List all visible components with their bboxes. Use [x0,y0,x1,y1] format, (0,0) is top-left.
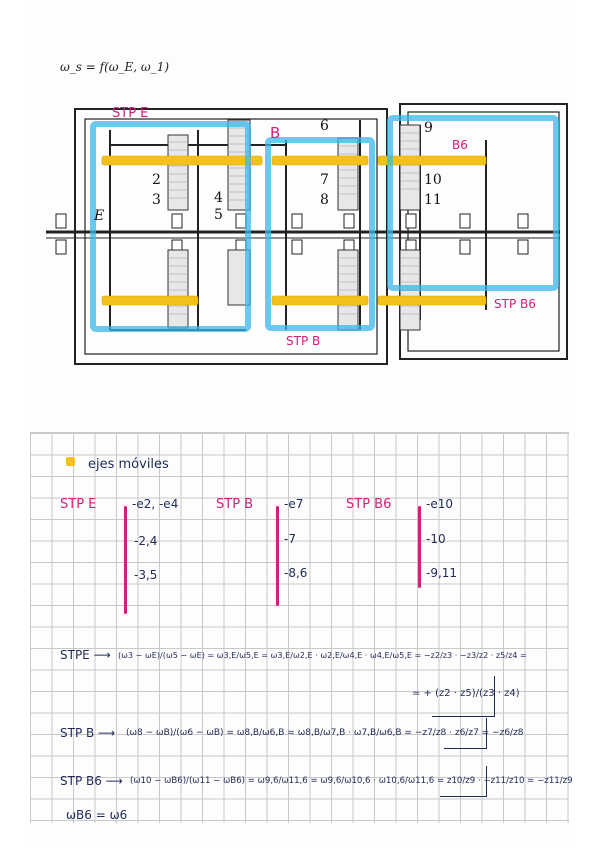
stp-e-item-2: -2,4 [134,534,158,548]
stp-b-label: STP B [216,497,254,512]
bearings [55,213,529,255]
label-gear-2: 2 [152,172,161,188]
eq-b-result-box [444,718,487,749]
gear-3 [167,249,189,329]
stp-b6-item-3: -9,11 [426,566,458,580]
label-gear-5: 5 [214,207,223,223]
stp-boxes [90,115,559,332]
eq-b6-line: (ω10 − ωB6)/(ω11 − ωB6) = ω9,6/ω11,6 = ω… [130,776,573,786]
stp-b6-label: STP B6 [346,497,392,512]
label-gear-6: 6 [320,118,329,134]
label-gear-9: 9 [424,120,433,136]
gear-9 [399,124,421,211]
stp-e-brace [124,506,127,614]
stp-b-brace [276,506,279,606]
gear-train-diagram [46,103,568,365]
label-gear-10: 10 [424,172,442,188]
footer-equation: ωB6 = ω6 [66,808,128,822]
pencil-icon [66,457,75,466]
eq-e-lead: STPE ⟶ [60,648,111,662]
notes-title: ejes móviles [88,457,169,472]
stp-e-item-1: -e2, -e4 [132,497,179,511]
grid-notes-area [30,432,569,823]
housing-left-inner [84,118,378,355]
label-e: E [94,208,105,224]
gear-2 [167,134,189,211]
highlighted-shafts [101,155,487,306]
label-gear-7: 7 [320,172,329,188]
annotation-b: B [270,124,281,142]
label-gear-4: 4 [214,190,223,206]
stp-b6-brace [418,506,421,588]
eq-b6-lead: STP B6 ⟶ [60,774,123,788]
stp-b6-item-2: -10 [426,532,446,546]
label-gear-11: 11 [424,192,442,208]
eq-b-lead: STP B ⟶ [60,726,116,740]
stp-b6-item-1: -e10 [426,497,453,511]
eq-e-line-1: (ω3 − ωE)/(ω5 − ωE) = ω3,E/ω5,E = ω3,E/ω… [118,650,527,660]
annotation-stp-b6: STP B6 [494,297,536,311]
stp-b-item-1: -e7 [284,497,304,511]
label-gear-3: 3 [152,192,161,208]
annotation-stp-b: STP B [286,334,321,348]
annotation-stp-e: STP E [112,106,149,121]
stp-e-box [90,121,251,332]
stp-e-item-3: -3,5 [134,568,158,582]
label-gear-8: 8 [320,192,329,208]
stp-b-box [265,137,375,331]
eq-e-result-box [432,676,495,717]
stp-b-item-3: -8,6 [284,566,308,580]
stp-b6-box [387,115,559,291]
eq-b6-result-box [440,766,487,797]
eq-b-line: (ω8 − ωB)/(ω6 − ωB) = ω8,B/ω6,B = ω8,B/ω… [126,728,524,738]
gear-6 [337,137,359,211]
stp-b-item-2: -7 [284,532,296,546]
gear-blocks [167,119,421,331]
annotation-b6: B6 [452,138,468,152]
stp-e-label: STP E [60,497,97,512]
output-speed-formula: ω_s = f(ω_E, ω_1) [60,60,170,74]
eq-e-line-2: = + (z2 · z5)/(z3 · z4) [412,688,520,699]
